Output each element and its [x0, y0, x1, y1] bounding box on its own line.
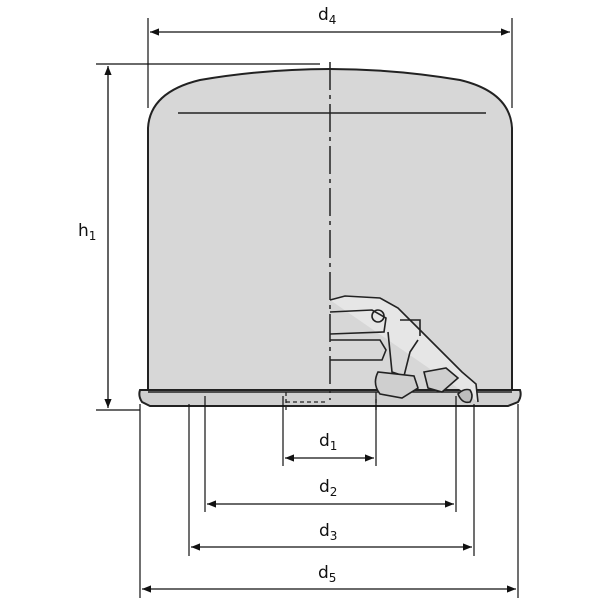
h1-label: h1	[78, 221, 96, 243]
dimension-d1: d1	[282, 396, 377, 466]
dimension-h1: h1	[78, 63, 320, 411]
cutaway-section	[329, 295, 479, 404]
dimension-d5: d5	[139, 404, 519, 598]
dimension-d3: d3	[188, 404, 475, 556]
dimension-d4: d4	[147, 5, 513, 108]
d1-label: d1	[319, 431, 337, 453]
d4-label: d4	[318, 5, 336, 27]
d3-label: d3	[319, 521, 337, 543]
d2-label: d2	[319, 477, 337, 499]
dimension-d2: d2	[204, 396, 457, 512]
d5-label: d5	[318, 563, 336, 585]
